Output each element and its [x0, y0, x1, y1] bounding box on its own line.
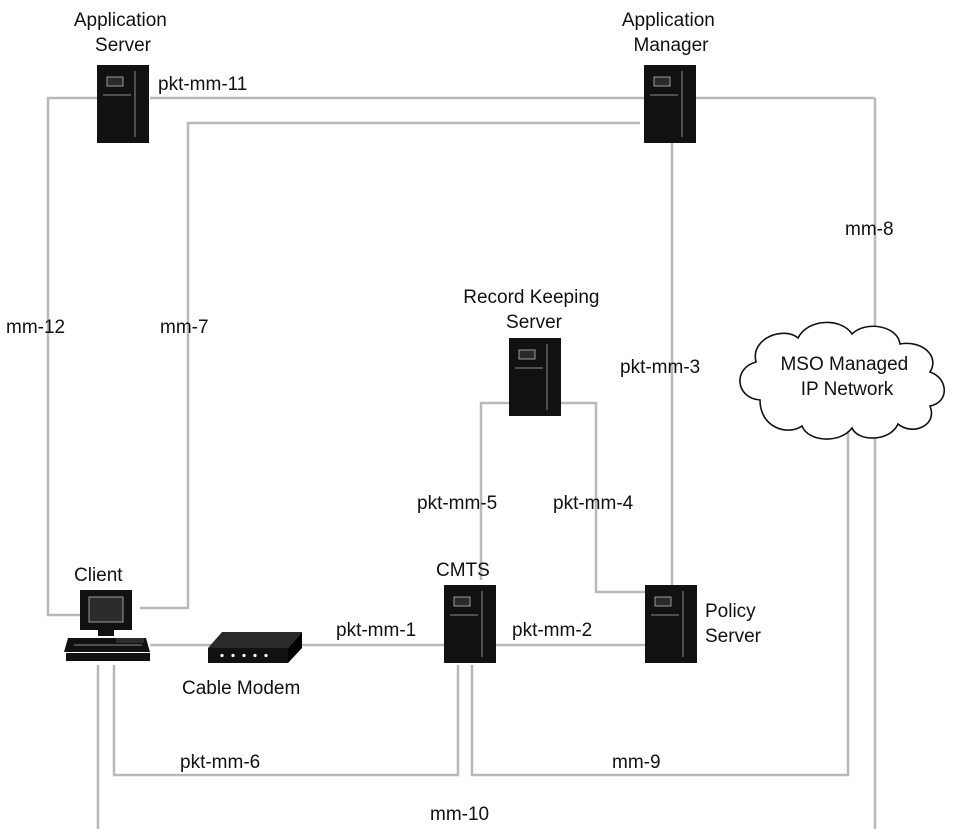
interface-label-mm-8: mm-8: [845, 219, 894, 240]
interface-label-mm-7: mm-7: [160, 317, 209, 338]
record-keeping-server-label: Record Keeping Server: [463, 287, 605, 333]
policy-server-icon: [644, 584, 698, 664]
link-pkt-mm-6: [112, 665, 460, 777]
interface-label-mm-9: mm-9: [612, 752, 661, 773]
connections: [46, 96, 877, 829]
link-mm-9: [470, 432, 850, 777]
cloud-icon: [739, 321, 946, 440]
interface-label-mm-12: mm-12: [6, 317, 65, 338]
client-label: Client: [74, 565, 123, 586]
link-rks-left: [479, 401, 510, 580]
link-mm-7: [140, 121, 640, 610]
interface-label-pkt-mm-4: pkt-mm-4: [553, 493, 634, 514]
link-mm-12: [46, 96, 97, 617]
interface-label-pkt-mm-1: pkt-mm-1: [336, 620, 416, 641]
application-server-label: Application Server: [74, 10, 172, 56]
application-manager-label: Application Manager: [622, 10, 720, 56]
record-keeping-server-icon: [508, 337, 562, 417]
interface-label-pkt-mm-2: pkt-mm-2: [512, 620, 592, 641]
link-pkt-mm-4: [560, 401, 645, 594]
interface-label-pkt-mm-5: pkt-mm-5: [417, 493, 497, 514]
link-mm-10: [96, 432, 877, 829]
interface-label-mm-10: mm-10: [430, 804, 489, 825]
cable-modem-icon: [208, 632, 302, 663]
cmts-label: CMTS: [436, 560, 490, 581]
policy-server-label: Policy Server: [705, 601, 762, 647]
desktop-computer-icon: [64, 590, 150, 661]
network-label: MSO Managed IP Network: [780, 354, 913, 400]
cmts-icon: [443, 584, 497, 664]
application-manager-icon: [643, 64, 697, 144]
application-server-icon: [96, 64, 150, 144]
interface-label-pkt-mm-3: pkt-mm-3: [620, 357, 700, 378]
interface-label-pkt-mm-6: pkt-mm-6: [180, 752, 260, 773]
interface-label-pkt-mm-11: pkt-mm-11: [158, 74, 247, 95]
cable-modem-label: Cable Modem: [182, 678, 300, 699]
